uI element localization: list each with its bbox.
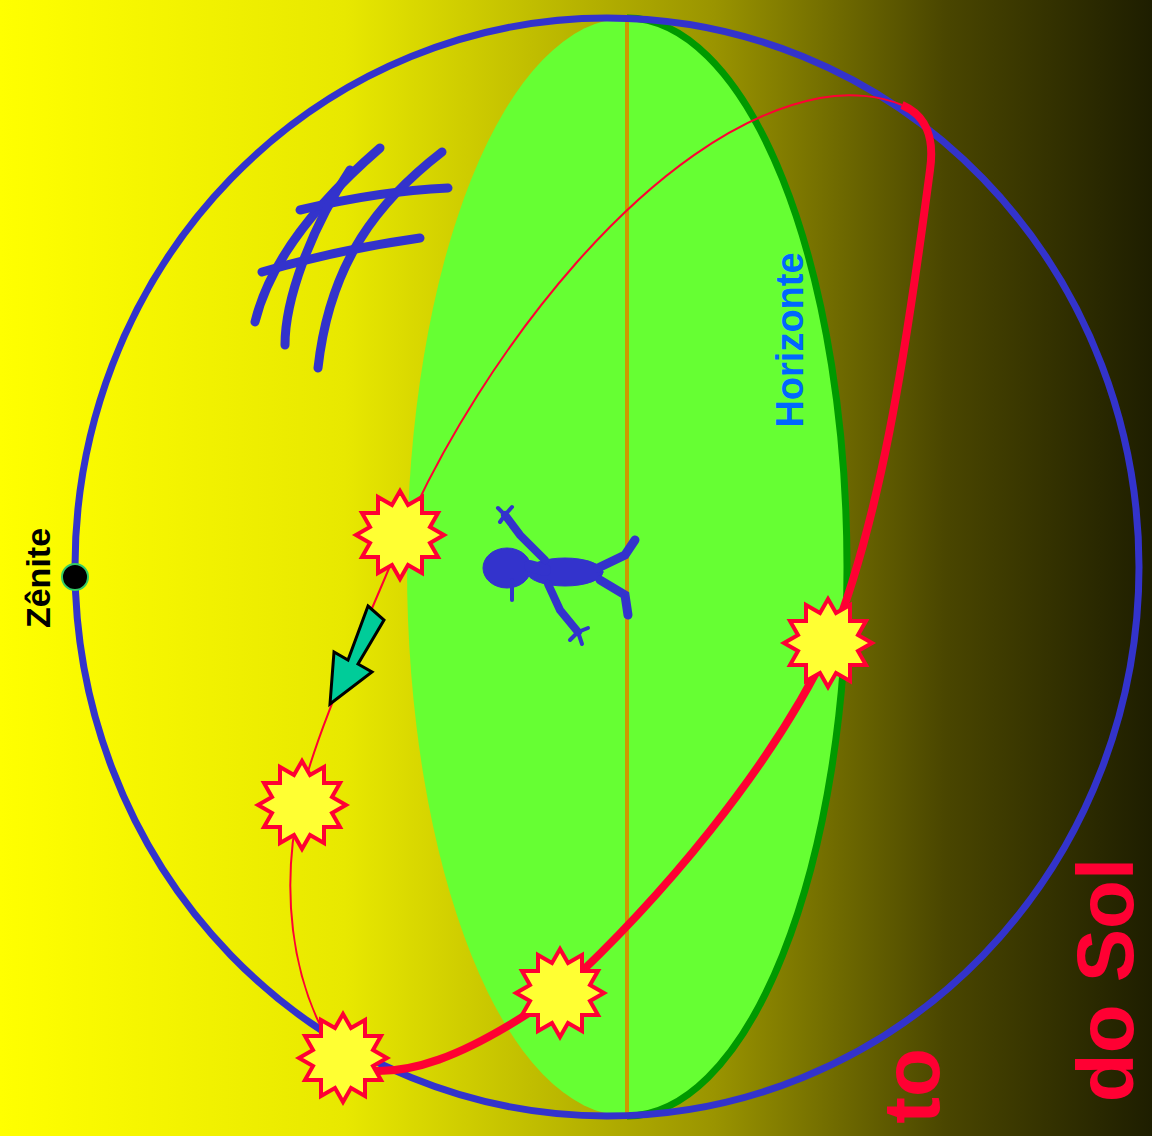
- meridian-line: [625, 18, 629, 1116]
- observer-figure: [483, 507, 635, 644]
- sphere-outline: [75, 18, 1139, 1116]
- direction-arrow: [330, 606, 384, 704]
- title-fragment: do Sol: [1066, 858, 1146, 1102]
- title-fragment: to: [872, 1048, 952, 1124]
- star-field: [255, 148, 448, 368]
- zenith-label: Zênite: [21, 528, 55, 628]
- horizon-plane: [407, 18, 847, 1116]
- horizon-rim: [627, 18, 847, 1116]
- sun-path-night: [340, 105, 931, 1071]
- horizon-label: Horizonte: [771, 252, 809, 427]
- zenith-point: [62, 564, 88, 590]
- sun-positions: [258, 491, 872, 1102]
